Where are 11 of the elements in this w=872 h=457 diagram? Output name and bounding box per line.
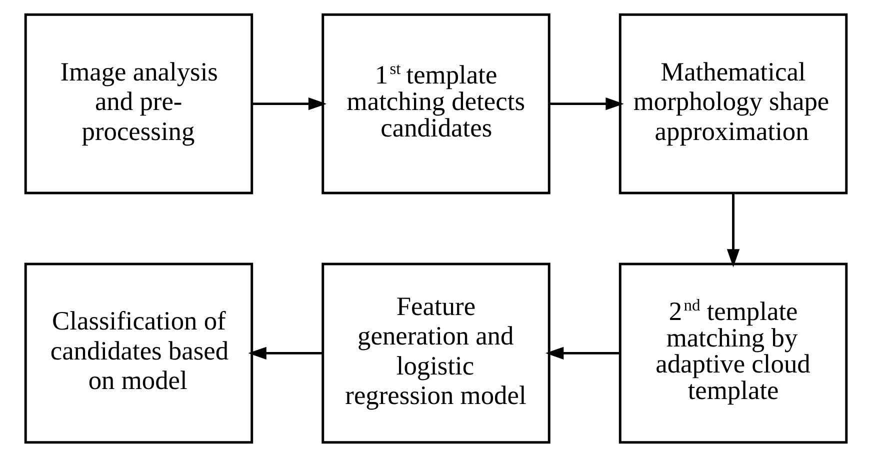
arrow <box>545 346 620 360</box>
node-box: Image analysis and pre-processing <box>24 13 254 194</box>
node-box: Mathematical morphology shape approximation <box>618 13 848 194</box>
node-box: Feature generation and logistic regression model <box>322 262 550 444</box>
arrow <box>549 97 624 110</box>
arrow <box>248 346 323 360</box>
node-box: Classification of candidates based on model <box>24 262 254 444</box>
arrow <box>726 193 740 268</box>
arrow <box>252 97 327 110</box>
node-box: 1$^{st}$ template matching detects candidates <box>322 13 550 194</box>
node-box: 2$^{nd}$ template matching by adaptive cloud template <box>618 262 848 444</box>
